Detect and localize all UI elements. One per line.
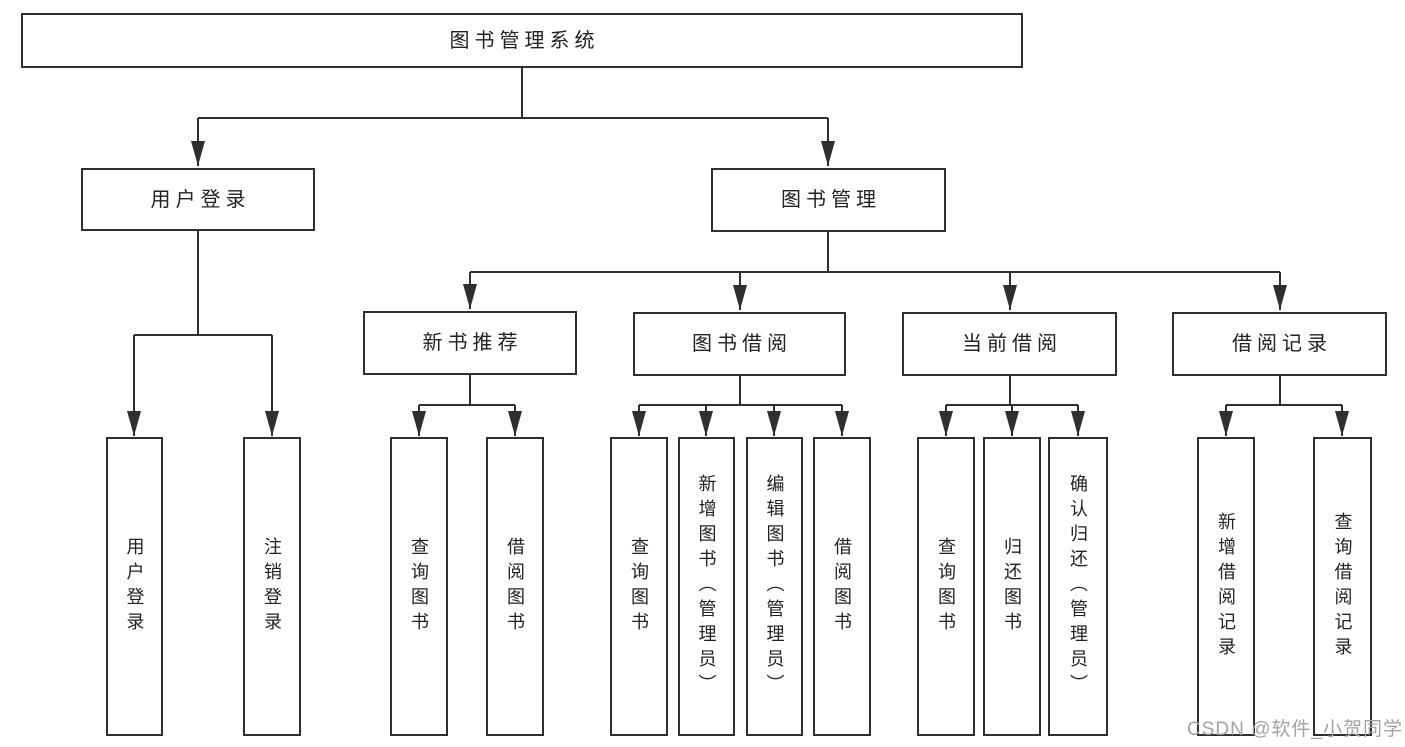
leaf-borrow-books-recommend: 借阅图书 (486, 437, 544, 736)
leaf-query-books-recommend: 查询图书 (390, 437, 448, 736)
leaf-query-books-current: 查询图书 (917, 437, 975, 736)
leaf-add-book-admin: 新增图书（管理员） (678, 437, 735, 736)
leaf-return-book: 归还图书 (983, 437, 1041, 736)
leaf-confirm-return-admin: 确认归还（管理员） (1048, 437, 1108, 736)
leaf-user-login: 用户登录 (106, 437, 163, 736)
leaf-query-borrow-record: 查询借阅记录 (1313, 437, 1372, 736)
node-book-management: 图书管理 (711, 168, 946, 232)
node-new-book-recommend: 新书推荐 (363, 311, 577, 375)
watermark: CSDN @软件_小贺同学 (1187, 719, 1403, 740)
node-current-borrow: 当前借阅 (902, 312, 1117, 376)
leaf-borrow-books: 借阅图书 (813, 437, 871, 736)
leaf-add-borrow-record: 新增借阅记录 (1197, 437, 1255, 736)
leaf-edit-book-admin: 编辑图书（管理员） (746, 437, 803, 736)
node-root: 图书管理系统 (21, 13, 1023, 68)
node-borrow-records: 借阅记录 (1172, 312, 1387, 376)
node-user-login: 用户登录 (81, 168, 315, 231)
leaf-logout: 注销登录 (243, 437, 301, 736)
leaf-query-books-borrow: 查询图书 (610, 437, 668, 736)
node-book-borrow: 图书借阅 (633, 312, 846, 376)
